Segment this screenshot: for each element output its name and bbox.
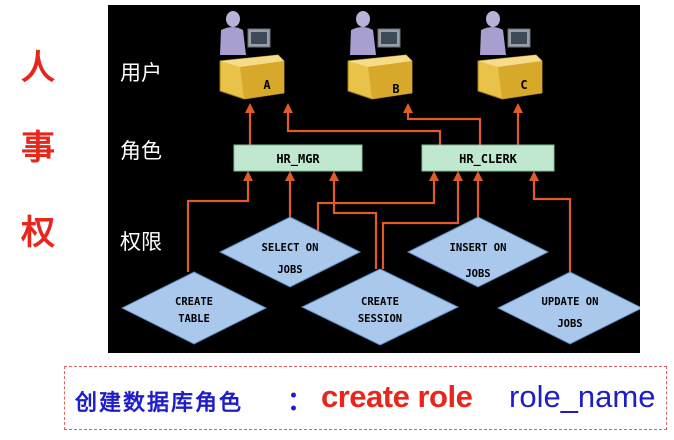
side-title-char-2: 事 bbox=[21, 128, 55, 168]
privilege-line: CREATE bbox=[361, 296, 399, 308]
privilege-update-on-jobs: UPDATE ON JOBS bbox=[496, 271, 640, 345]
role-hr-mgr-box bbox=[233, 144, 363, 172]
user-b-label: B bbox=[392, 82, 399, 96]
caption-argument: role_name bbox=[509, 379, 656, 414]
user-a bbox=[219, 11, 285, 100]
user-c bbox=[477, 11, 543, 100]
role-hr-mgr-label: HR_MGR bbox=[276, 152, 320, 167]
privilege-line: SELECT ON bbox=[262, 242, 319, 254]
user-c-label: C bbox=[520, 78, 527, 92]
caption-box: 创建数据库角色 ： create role role_name bbox=[64, 366, 667, 430]
side-title-char-1: 人 bbox=[21, 48, 55, 88]
side-title-char-3: 权 bbox=[21, 213, 55, 253]
role-diagram: A B C HR_MGR HR_CLERK SELECT ON JOBS INS… bbox=[120, 11, 640, 346]
edge-hr-clerk-to-b bbox=[403, 103, 482, 145]
privilege-create-session: CREATE SESSION bbox=[300, 268, 460, 346]
edge-update-jobs-to-hr-clerk bbox=[529, 171, 572, 272]
privilege-line: CREATE bbox=[175, 296, 213, 308]
privilege-line: JOBS bbox=[277, 264, 302, 276]
role-hr-clerk-box bbox=[421, 144, 555, 172]
privilege-line: SESSION bbox=[358, 313, 402, 325]
privilege-create-table: CREATE TABLE bbox=[120, 271, 268, 345]
edge-select-jobs-to-hr-clerk bbox=[316, 171, 439, 233]
privilege-line: JOBS bbox=[557, 318, 582, 330]
privilege-line: UPDATE ON bbox=[542, 296, 599, 308]
user-icon bbox=[220, 11, 271, 55]
user-icon bbox=[480, 11, 531, 55]
privilege-line: INSERT ON bbox=[450, 242, 507, 254]
user-icon bbox=[350, 11, 401, 55]
row-label-privileges: 权限 bbox=[120, 230, 162, 254]
edge-hr-clerk-to-a bbox=[283, 103, 442, 145]
edge-create-session-to-hr-clerk bbox=[381, 171, 463, 269]
caption-command: create role bbox=[321, 379, 473, 414]
row-label-roles: 角色 bbox=[120, 139, 162, 163]
privilege-line: TABLE bbox=[178, 313, 210, 325]
connector-arrows bbox=[186, 103, 572, 272]
edge-create-table-to-hr-mgr bbox=[186, 171, 253, 272]
privilege-line: JOBS bbox=[465, 268, 490, 280]
privilege-insert-on-jobs: INSERT ON JOBS bbox=[406, 216, 550, 288]
edge-create-session-to-hr-mgr bbox=[329, 171, 378, 269]
user-a-label: A bbox=[263, 78, 271, 92]
caption-chinese: 创建数据库角色 bbox=[75, 391, 244, 416]
row-label-users: 用户 bbox=[120, 61, 162, 85]
user-b bbox=[347, 11, 413, 100]
caption-separator: ： bbox=[287, 387, 314, 417]
diagram-panel: 用户 角色 权限 bbox=[108, 5, 640, 353]
role-hr-clerk-label: HR_CLERK bbox=[459, 152, 518, 167]
privilege-select-on-jobs: SELECT ON JOBS bbox=[218, 216, 362, 288]
